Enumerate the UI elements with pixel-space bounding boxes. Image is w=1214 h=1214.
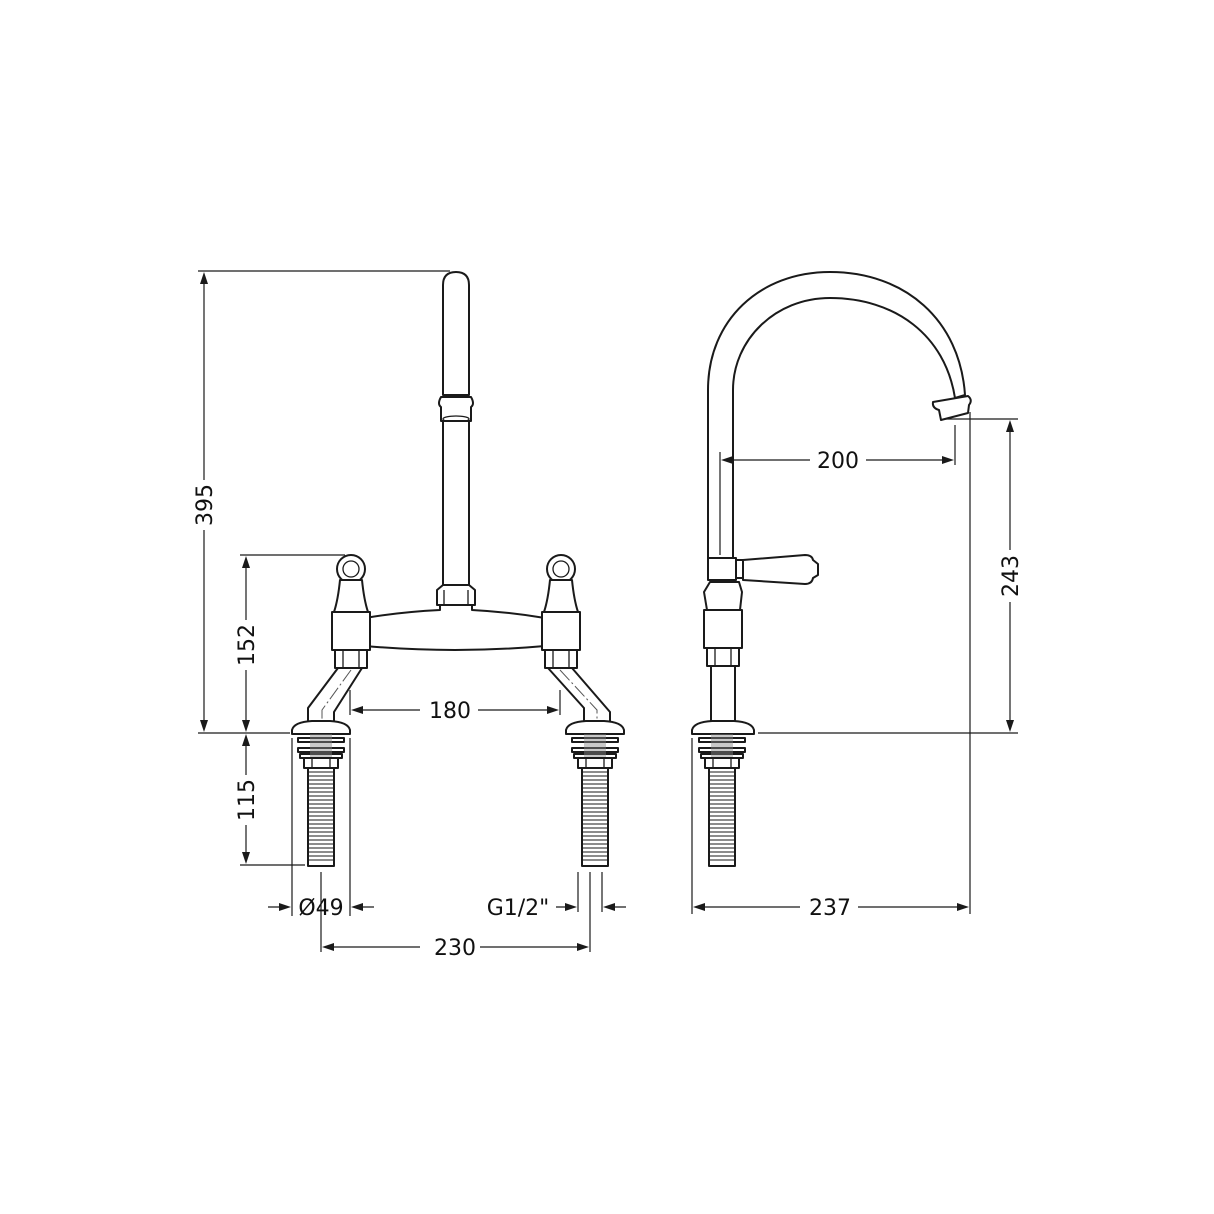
- dim-243-label: 243: [999, 555, 1024, 597]
- dimension-overall-height: 395: [190, 270, 450, 734]
- dim-180-label: 180: [429, 699, 471, 724]
- dimension-outlet-height: 243: [758, 418, 1024, 734]
- side-spout: [707, 271, 972, 561]
- dimension-thread-size: G1/2": [487, 872, 626, 921]
- thread-lines: [309, 771, 607, 861]
- left-valve: [291, 554, 371, 867]
- dimension-tail-length: 115: [232, 734, 305, 866]
- bridge-body: [364, 604, 546, 651]
- front-view: 395 152 115 180: [190, 270, 626, 961]
- dimension-handle-height: 152: [232, 554, 345, 732]
- dim-237-label: 237: [809, 896, 851, 921]
- dim-115-label: 115: [235, 779, 260, 821]
- front-spout: [436, 271, 476, 606]
- dimension-overall-depth: 237: [691, 412, 971, 921]
- dim-thread-label: G1/2": [487, 896, 550, 921]
- side-body: [691, 581, 755, 867]
- dim-200-label: 200: [817, 449, 859, 474]
- dim-395-label: 395: [193, 484, 218, 526]
- dim-152-label: 152: [235, 624, 260, 666]
- dim-230-label: 230: [434, 936, 476, 961]
- side-view: 200 243 237: [691, 271, 1024, 921]
- dimension-leg-spacing: 180: [349, 690, 561, 724]
- dimension-tail-centres: 230: [320, 872, 591, 961]
- side-lever-handle: [707, 554, 819, 585]
- dimension-spout-reach: 200: [719, 425, 956, 555]
